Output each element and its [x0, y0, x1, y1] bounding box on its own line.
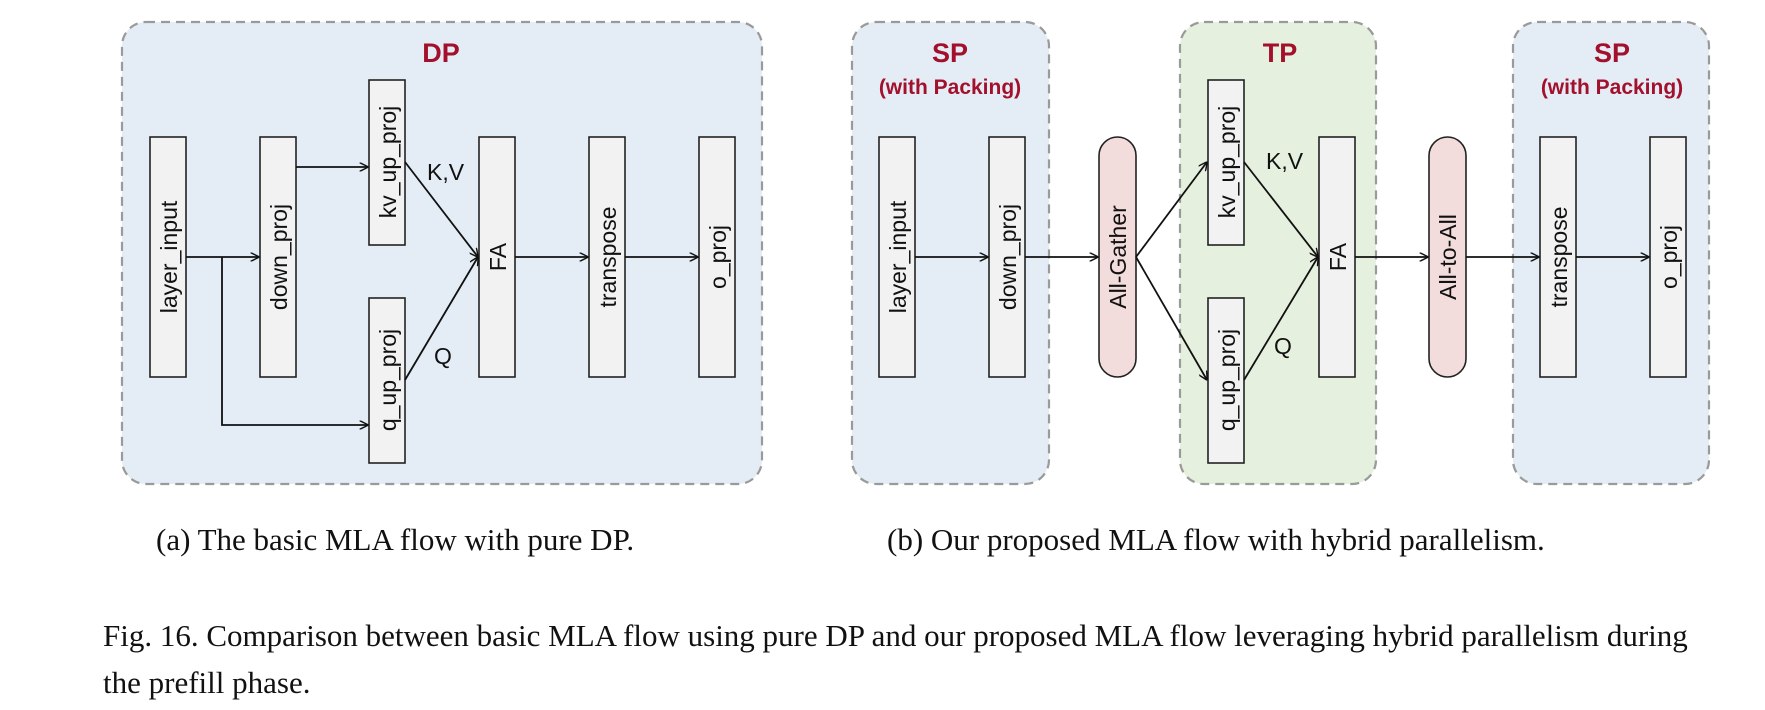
subcaption-a: (a) The basic MLA flow with pure DP.: [156, 522, 635, 557]
block-down-proj: down_proj: [988, 136, 1026, 378]
block-kv-up-proj: kv_up_proj: [368, 79, 406, 246]
block-transpose: transpose: [1539, 136, 1577, 378]
panel-b: SP (with Packing) TP SP (with Packing) l…: [850, 20, 1711, 486]
arrow-all-gather-to-kv: [1135, 162, 1207, 258]
arrow-kv-to-fa: [1243, 161, 1318, 257]
block-label: All-to-All: [1435, 214, 1461, 300]
block-label: o_proj: [1656, 225, 1682, 289]
sp-right-subtitle: (with Packing): [1541, 76, 1683, 99]
edge-label-q: Q: [434, 343, 452, 369]
block-label: layer_input: [885, 200, 911, 313]
block-label: FA: [1325, 242, 1351, 271]
figure-caption: Fig. 16. Comparison between basic MLA fl…: [103, 618, 1688, 700]
block-label: FA: [485, 242, 511, 271]
block-all-gather: All-Gather: [1098, 136, 1137, 378]
panel-a: DP layer_input down_proj kv_up_proj q_up…: [120, 20, 764, 486]
block-label: o_proj: [705, 225, 731, 289]
block-label: kv_up_proj: [1214, 106, 1240, 219]
dp-region-title: DP: [422, 38, 460, 68]
block-o-proj: o_proj: [698, 136, 736, 378]
edge-label-kv: K,V: [427, 159, 465, 185]
block-label: q_up_proj: [375, 329, 401, 431]
sp-left-title: SP: [932, 38, 968, 68]
block-all-to-all: All-to-All: [1428, 136, 1467, 378]
block-o-proj: o_proj: [1649, 136, 1687, 378]
arrow-q-to-fa: [404, 257, 478, 381]
block-label: down_proj: [995, 204, 1021, 310]
arrow-input-to-q-up: [221, 257, 368, 425]
arrow-kv-to-fa: [404, 161, 478, 257]
block-fa: FA: [478, 136, 516, 378]
block-transpose: transpose: [588, 136, 626, 378]
block-q-up-proj: q_up_proj: [368, 297, 406, 464]
block-fa: FA: [1318, 136, 1356, 378]
block-label: layer_input: [156, 200, 182, 313]
block-q-up-proj: q_up_proj: [1207, 297, 1245, 464]
block-down-proj: down_proj: [259, 136, 297, 378]
sp-left-subtitle: (with Packing): [879, 76, 1021, 99]
block-label: transpose: [1546, 206, 1572, 307]
block-label: transpose: [595, 206, 621, 307]
sp-right-title: SP: [1594, 38, 1630, 68]
block-layer-input: layer_input: [149, 136, 187, 378]
subcaption-b: (b) Our proposed MLA flow with hybrid pa…: [887, 522, 1545, 557]
block-layer-input: layer_input: [878, 136, 916, 378]
dp-region: [120, 20, 764, 486]
block-label: All-Gather: [1105, 205, 1131, 309]
block-label: down_proj: [266, 204, 292, 310]
block-label: q_up_proj: [1214, 329, 1240, 431]
arrow-all-gather-to-q: [1135, 256, 1207, 380]
arrow-q-to-fa: [1243, 257, 1318, 381]
block-kv-up-proj: kv_up_proj: [1207, 79, 1245, 246]
block-label: kv_up_proj: [375, 106, 401, 219]
tp-title: TP: [1263, 38, 1298, 68]
edge-label-q: Q: [1274, 333, 1292, 359]
mla-flow-diagram: DP layer_input down_proj kv_up_proj q_up…: [120, 20, 1711, 486]
edge-label-kv: K,V: [1266, 148, 1304, 174]
